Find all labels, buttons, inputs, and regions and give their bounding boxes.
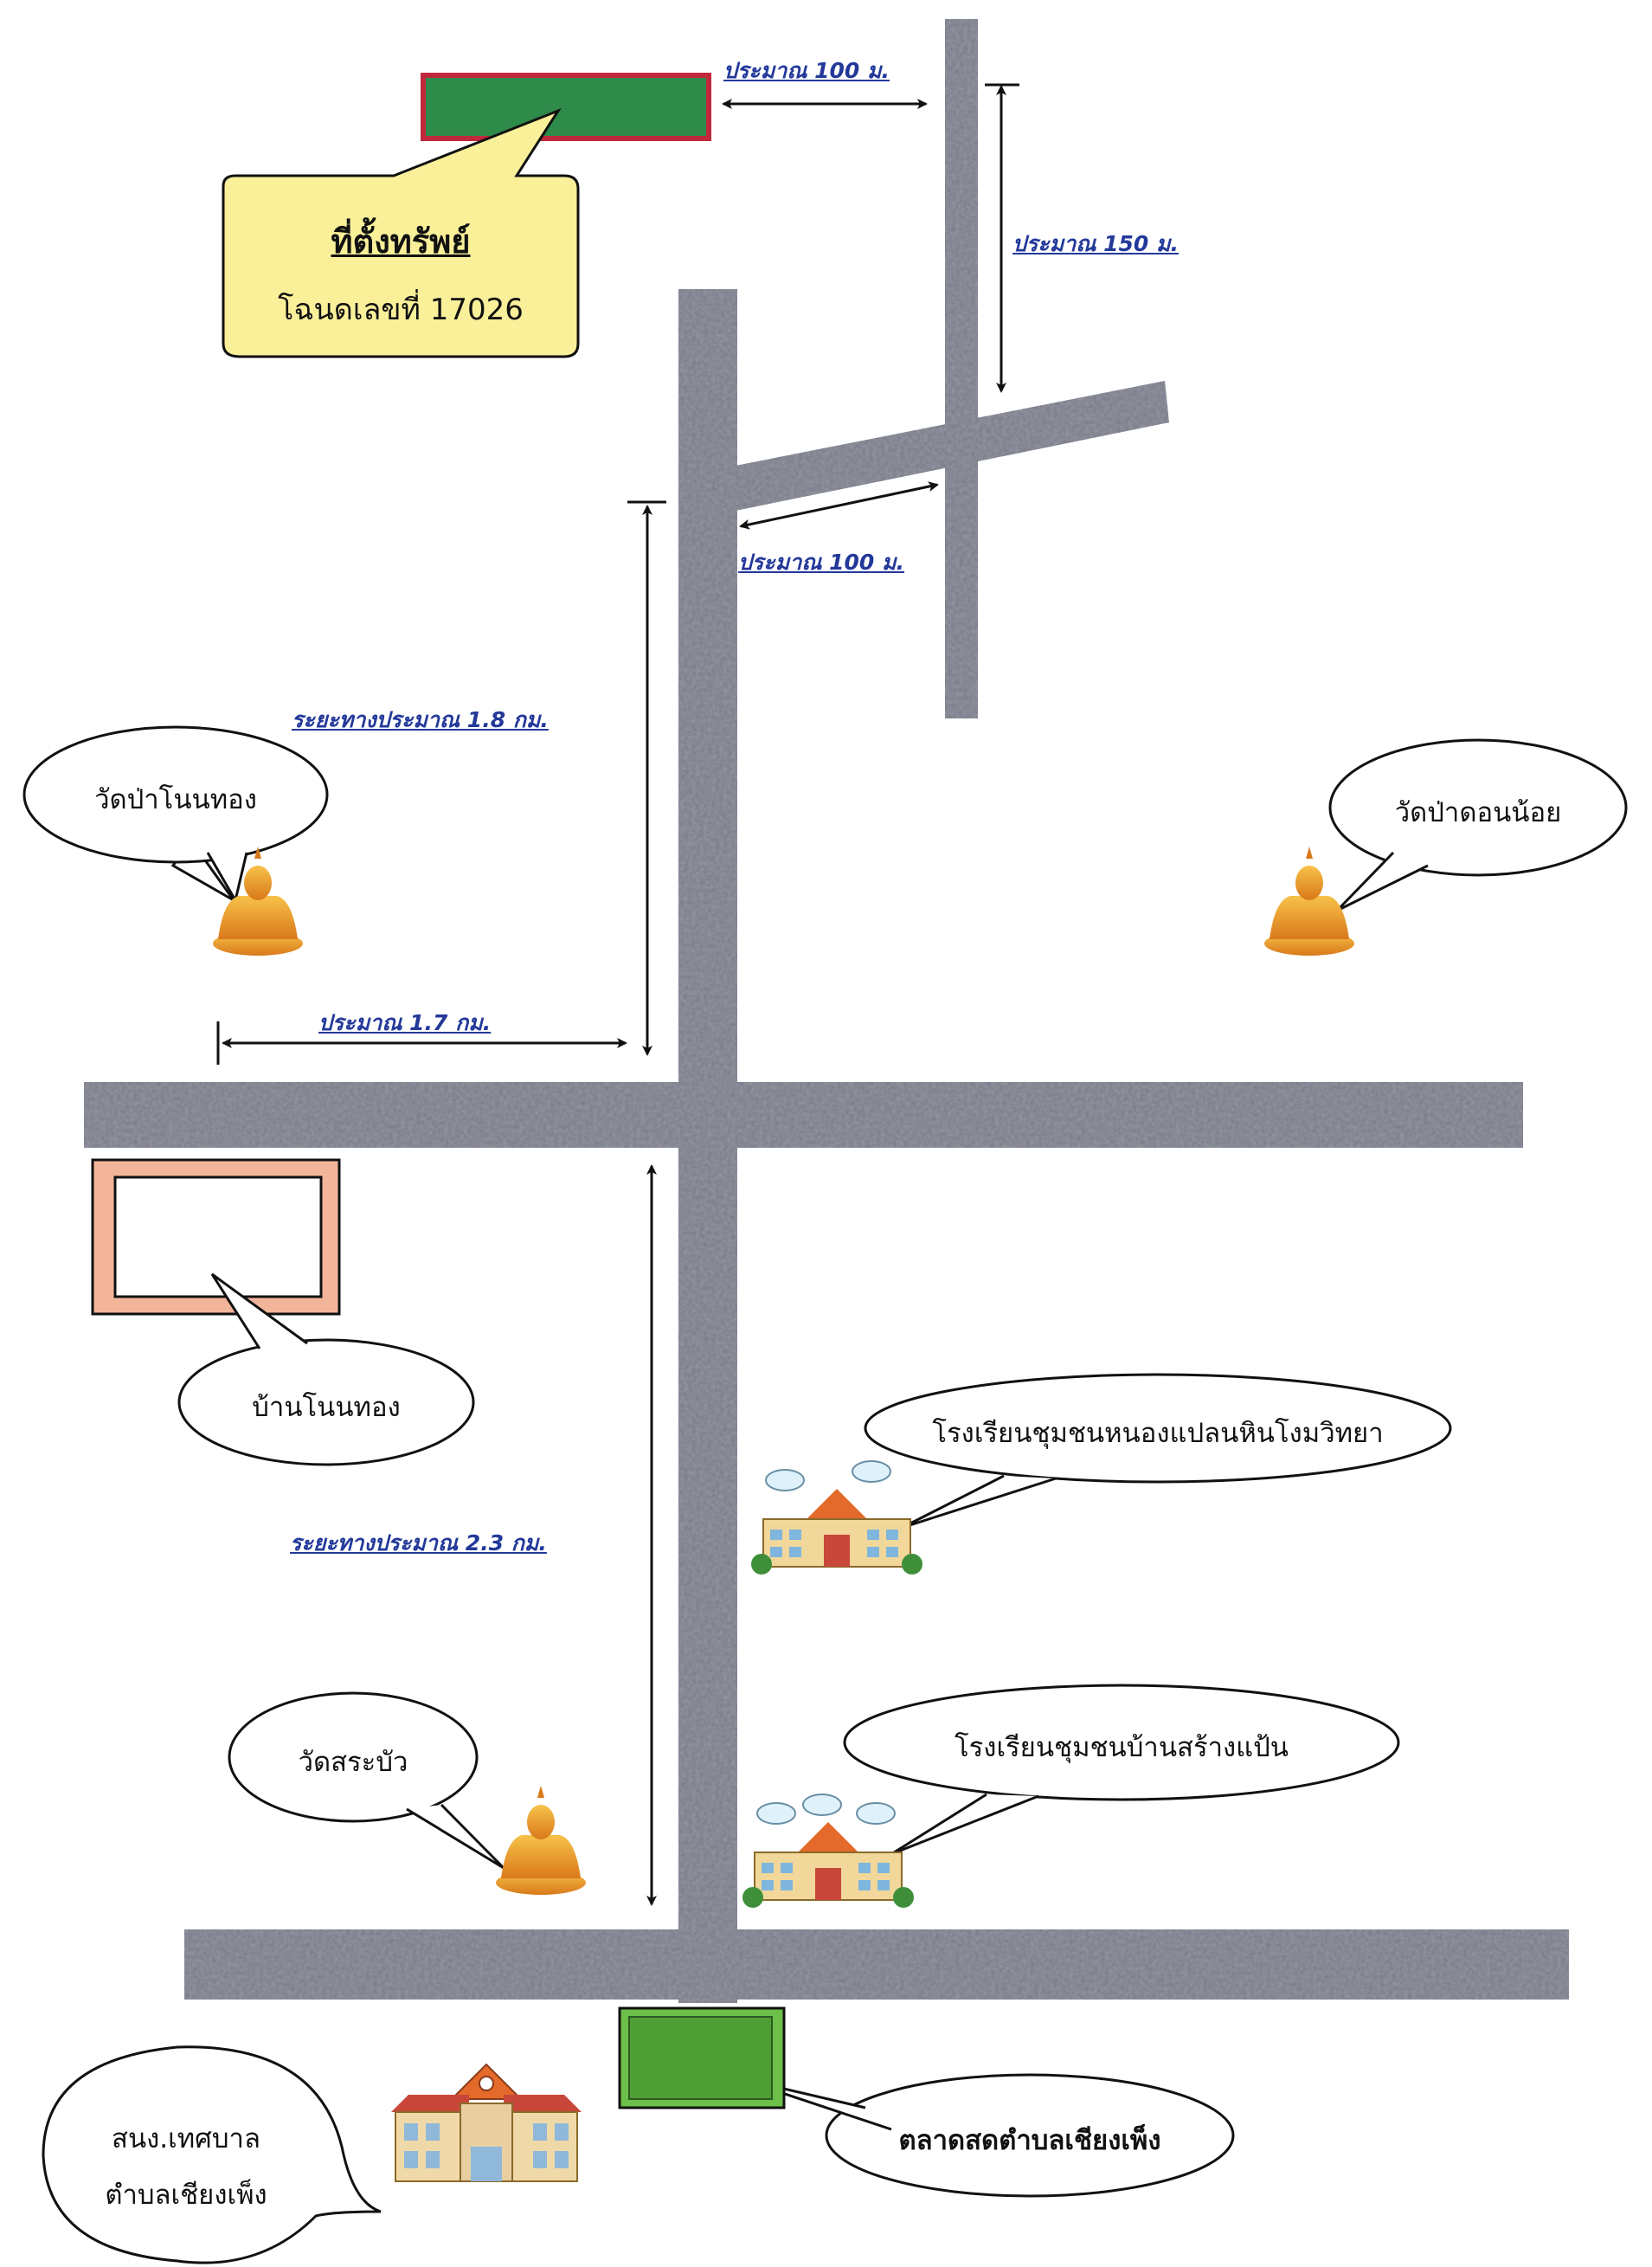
bubble-market bbox=[825, 2073, 1235, 2198]
municipal-office-icon bbox=[391, 2063, 582, 2182]
property-title: ที่ตั้งทรัพย์ bbox=[331, 222, 471, 261]
bubble-office bbox=[42, 2045, 382, 2264]
property-plot bbox=[421, 73, 711, 141]
bubble-wat-sa-bua bbox=[228, 1691, 479, 1823]
bubble-wat-pa-don-noi bbox=[1328, 738, 1628, 877]
place-label-school-2: โรงเรียนชุมชนบ้านสร้างแป้น bbox=[955, 1732, 1289, 1763]
place-label-office-line1: สนง.เทศบาล bbox=[112, 2123, 260, 2154]
roads bbox=[84, 19, 1569, 2003]
distance-label: ประมาณ 100 ม. bbox=[723, 58, 890, 83]
arrow-100m-mid bbox=[739, 481, 939, 530]
buddha-icon bbox=[213, 847, 303, 956]
place-label-ban-non-thong: บ้านโนนทอง bbox=[252, 1392, 401, 1423]
distance-label: ระยะทางประมาณ 1.8 กม. bbox=[292, 707, 549, 732]
distance-label: ประมาณ 100 ม. bbox=[738, 550, 905, 575]
place-label-market: ตลาดสดตำบลเชียงเพ็ง bbox=[898, 2125, 1161, 2156]
place-label-wat-sa-bua: วัดสระบัว bbox=[298, 1747, 408, 1778]
distance-label: ระยะทางประมาณ 2.3 กม. bbox=[290, 1530, 547, 1555]
bubble-school-2 bbox=[843, 1684, 1400, 1801]
callout-bubbles bbox=[22, 725, 1628, 2264]
bubble-school-1 bbox=[864, 1373, 1452, 1484]
road-middle-horizontal bbox=[84, 1082, 1523, 1148]
distance-label: ประมาณ 1.7 กม. bbox=[318, 1010, 492, 1035]
market-marker bbox=[618, 2006, 786, 2109]
place-label-wat-pa-don-noi: วัดป่าดอนน้อย bbox=[1394, 797, 1562, 828]
road-north-small bbox=[945, 19, 978, 718]
place-label-wat-pa-non-thong: วัดป่าโนนทอง bbox=[94, 784, 257, 815]
school-icon bbox=[742, 1794, 914, 1908]
buddha-icon bbox=[1264, 847, 1354, 956]
property-deed: โฉนดเลขที่ 17026 bbox=[278, 293, 524, 327]
buddha-icon bbox=[496, 1786, 586, 1895]
place-label-office-line2: ตำบลเชียงเพ็ง bbox=[105, 2180, 267, 2211]
property-callout bbox=[222, 107, 580, 358]
place-label-school-1: โรงเรียนชุมชนหนองแปลนหินโงมวิทยา bbox=[932, 1418, 1384, 1449]
school-icon bbox=[751, 1460, 922, 1575]
distance-label: ประมาณ 150 ม. bbox=[1012, 231, 1180, 256]
bubble-ban-non-thong bbox=[177, 1338, 475, 1466]
distance-arrows bbox=[216, 83, 1019, 1906]
road-south-horizontal bbox=[184, 1929, 1569, 2000]
road-diagonal bbox=[736, 381, 1169, 511]
